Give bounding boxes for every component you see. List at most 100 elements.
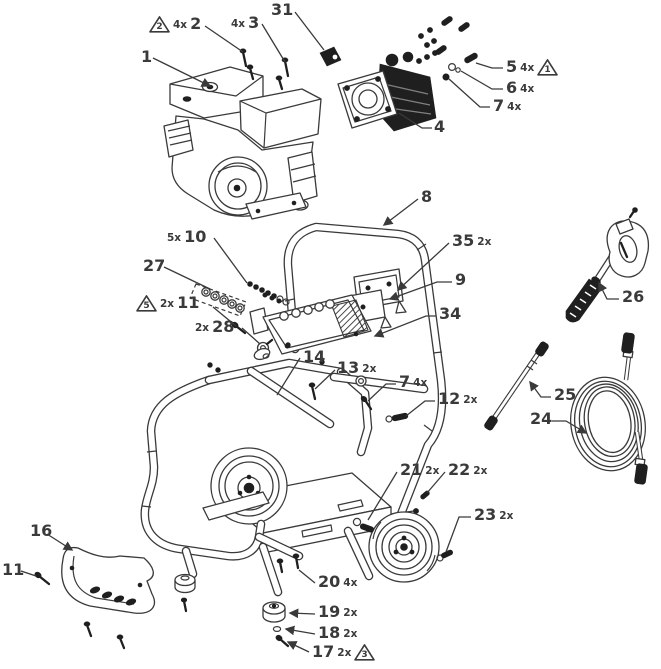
callout-qty: 2x — [343, 628, 358, 641]
callout-number: 7 — [399, 372, 411, 391]
callout-18: 18 2x — [318, 625, 357, 641]
callout-4: 4 — [434, 119, 445, 135]
callout-28: 2x 28 — [195, 319, 234, 335]
spray-gun-drawing — [565, 207, 650, 323]
callout-number: 13 — [337, 358, 360, 377]
callout-number: 16 — [30, 521, 53, 540]
callout-16: 16 — [30, 523, 52, 539]
callout-34: 34 — [439, 306, 461, 322]
hose-coil-drawing — [570, 332, 648, 485]
svg-text:2: 2 — [156, 22, 162, 32]
callout-number: 19 — [318, 602, 341, 621]
callout-14: 14 — [303, 349, 325, 365]
callout-number: 23 — [474, 505, 497, 524]
engine-drawing — [163, 66, 322, 220]
callout-qty: 4x — [231, 18, 246, 31]
callout-qty: 2x — [343, 607, 358, 620]
callout-1: 1 — [141, 49, 152, 65]
callout-number: 2 — [190, 14, 202, 33]
callout-qty: 2x — [477, 236, 492, 249]
callout-3: 4x 3 — [231, 15, 259, 31]
callout-qty: 2x — [425, 465, 440, 478]
callout-number: 26 — [622, 287, 645, 306]
callout-7-lower: 7 4x — [399, 374, 427, 390]
svg-text:1: 1 — [545, 65, 551, 75]
grommet-strip-drawing — [189, 283, 247, 317]
callout-number: 1 — [141, 47, 153, 66]
callout-8: 8 — [421, 189, 432, 205]
callout-number: 5 — [506, 57, 518, 76]
callout-26: 26 — [622, 289, 644, 305]
callout-qty: 2x — [473, 465, 488, 478]
callout-qty: 4x — [413, 377, 428, 390]
callout-number: 6 — [506, 78, 518, 97]
callout-21: 21 2x — [400, 462, 439, 478]
callout-35: 35 2x — [452, 233, 491, 249]
callout-number: 31 — [271, 0, 294, 19]
warning-triangle-icon: 2 — [149, 16, 170, 33]
callout-number: 14 — [303, 347, 326, 366]
callout-qty: 5x — [167, 232, 182, 245]
callout-number: 7 — [493, 96, 505, 115]
callout-qty: 2x — [337, 647, 352, 660]
pump-drawing — [337, 51, 437, 132]
callout-qty: 2x — [362, 363, 377, 376]
callout-number: 8 — [421, 187, 433, 206]
callout-number: 25 — [554, 385, 577, 404]
screw-11-bottom-drawing — [34, 571, 51, 586]
callout-number: 10 — [184, 227, 207, 246]
callout-number: 22 — [448, 460, 471, 479]
callout-7-upper: 7 4x — [493, 98, 521, 114]
callout-number: 12 — [438, 389, 461, 408]
callout-number: 11 — [177, 293, 200, 312]
callout-11-main: 5 2x 11 — [136, 294, 199, 312]
callout-number: 17 — [312, 642, 335, 661]
svg-text:3: 3 — [362, 650, 368, 660]
callout-27: 27 — [143, 258, 165, 274]
callout-12: 12 2x — [438, 391, 477, 407]
warning-triangle-icon: 5 — [136, 295, 157, 312]
callout-qty: 4x — [520, 83, 535, 96]
lance-drawing — [484, 341, 549, 431]
callout-number: 20 — [318, 572, 341, 591]
callout-25: 25 — [554, 387, 576, 403]
callout-number: 27 — [143, 256, 166, 275]
callout-number: 28 — [212, 317, 235, 336]
callout-20: 20 4x — [318, 574, 357, 590]
leader-lines — [20, 11, 619, 653]
callout-qty: 4x — [507, 101, 522, 114]
callout-number: 4 — [434, 117, 446, 136]
switch-part-drawing — [319, 46, 342, 67]
washers-drawing — [247, 281, 290, 306]
pump-hardware-drawing — [416, 16, 478, 81]
skid-foot-drawing — [61, 546, 156, 650]
callout-qty: 2x — [463, 394, 478, 407]
callout-24: 24 — [530, 411, 552, 427]
callout-number: 9 — [455, 270, 467, 289]
callout-6: 6 4x — [506, 80, 534, 96]
callout-qty: 4x — [173, 19, 188, 32]
handle-frame-drawing — [283, 222, 447, 519]
front-wheel-drawing — [368, 511, 440, 583]
warning-triangle-icon: 3 — [354, 644, 376, 661]
callout-number: 35 — [452, 231, 475, 250]
callout-23: 23 2x — [474, 507, 513, 523]
engine-bolts-drawing — [239, 48, 290, 91]
callout-number: 21 — [400, 460, 423, 479]
callout-31: 31 — [271, 2, 293, 18]
callout-13: 13 2x — [337, 360, 376, 376]
warning-triangle-icon: 1 — [537, 59, 559, 76]
frame-hardware-drawing — [207, 342, 409, 574]
callout-qty: 2x — [195, 322, 210, 335]
callout-number: 18 — [318, 623, 341, 642]
callout-19: 19 2x — [318, 604, 357, 620]
frame-feet-drawing — [174, 573, 290, 648]
svg-text:5: 5 — [143, 301, 149, 311]
callout-17: 17 2x 3 — [312, 642, 376, 661]
callout-number: 34 — [439, 304, 462, 323]
callout-22: 22 2x — [448, 462, 487, 478]
callout-10: 5x 10 — [167, 229, 206, 245]
callout-2: 2 4x 2 — [149, 15, 201, 33]
